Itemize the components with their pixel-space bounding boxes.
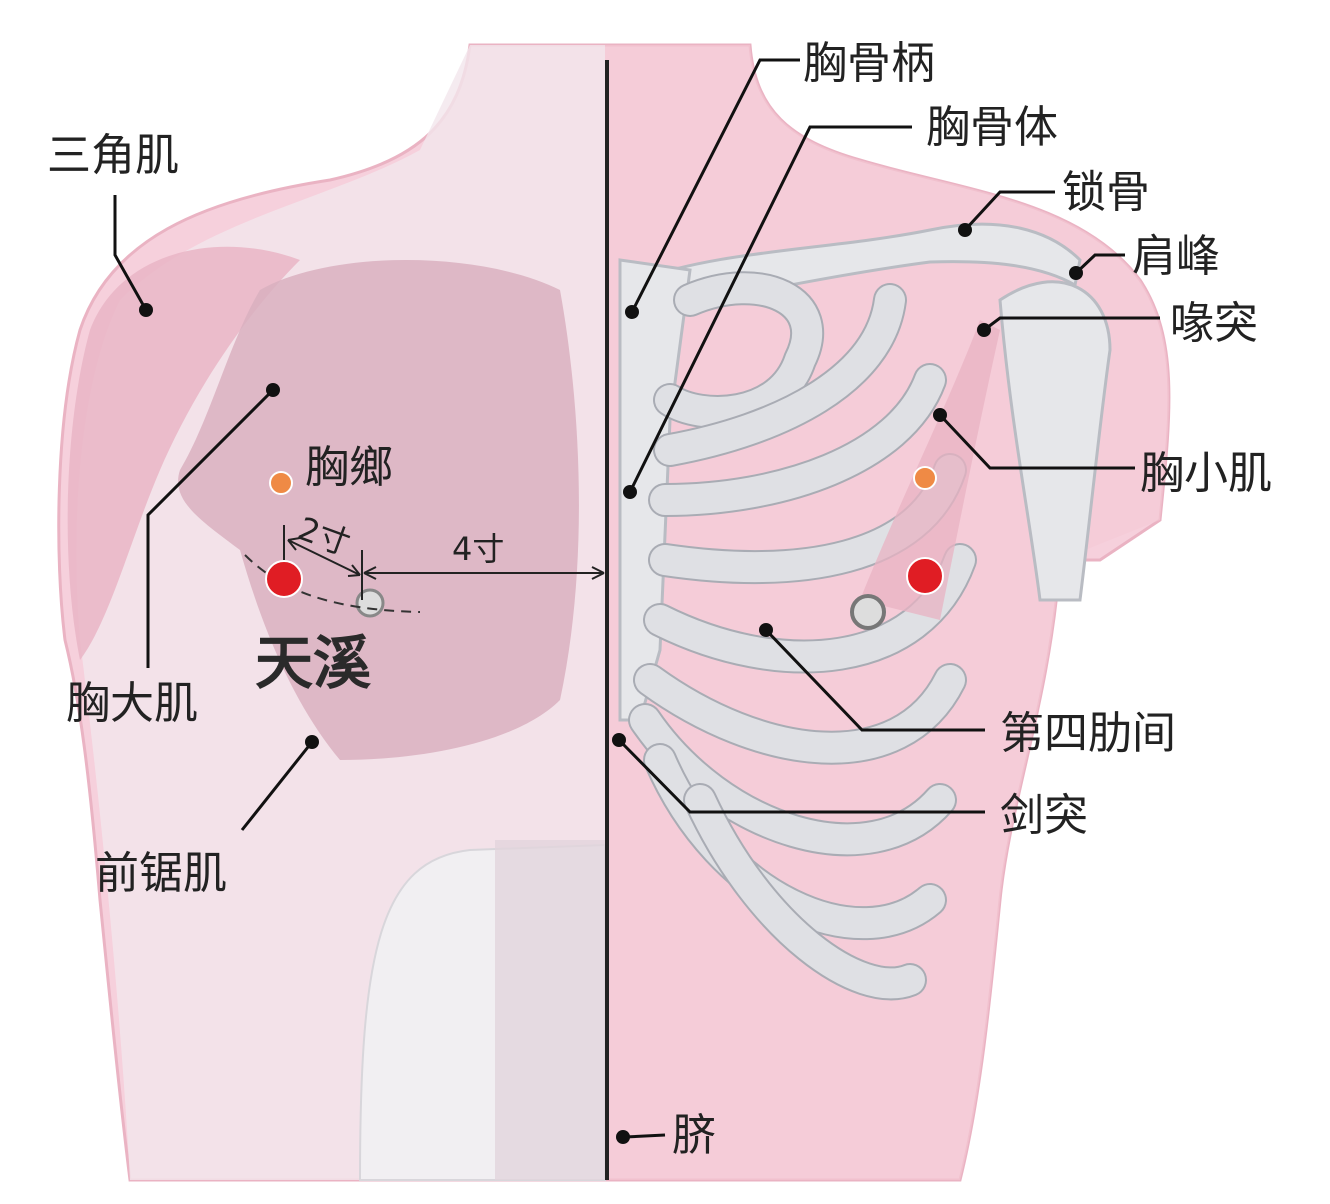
- label-clavicle: 锁骨: [1062, 167, 1150, 218]
- intercostal-dashed-line: [244, 554, 421, 613]
- pectoralis-major-muscle: [178, 260, 579, 760]
- deltoid-muscle: [67, 246, 300, 660]
- label-deltoid: 三角肌: [47, 130, 179, 181]
- label-navel: 脐: [672, 1110, 716, 1161]
- measurement-4cun: [363, 566, 605, 580]
- measurement-4cun-label: 4寸: [452, 530, 504, 568]
- label-tianxi: 天溪: [255, 629, 371, 697]
- acupoint-tianxi-right: [906, 557, 944, 595]
- label-coracoid: 喙突: [1170, 298, 1258, 349]
- label-acromion: 肩峰: [1132, 231, 1220, 282]
- label-manubrium: 胸骨柄: [803, 38, 935, 89]
- label-fourth-intercostal: 第四肋间: [1000, 708, 1176, 759]
- label-pectoralis-major: 胸大肌: [66, 678, 198, 729]
- leader-lines: [113, 58, 1160, 1144]
- label-xiphoid: 剑突: [1000, 790, 1088, 841]
- acupoint-tianxi-left: [265, 560, 303, 598]
- humerus-bone: [998, 280, 1112, 602]
- acupoint-xiongxiang-right: [913, 466, 937, 490]
- left-nipple: [355, 588, 385, 618]
- label-xiongxiang: 胸鄉: [305, 442, 393, 493]
- label-pectoralis-minor: 胸小肌: [1140, 448, 1272, 499]
- right-nipple: [850, 594, 886, 630]
- acupoint-xiongxiang-left: [269, 471, 293, 495]
- rectus-abdominis: [495, 840, 605, 1180]
- label-serratus-anterior: 前锯肌: [95, 848, 227, 899]
- measurement-2cun: [283, 525, 363, 600]
- label-sternum-body: 胸骨体: [926, 102, 1058, 153]
